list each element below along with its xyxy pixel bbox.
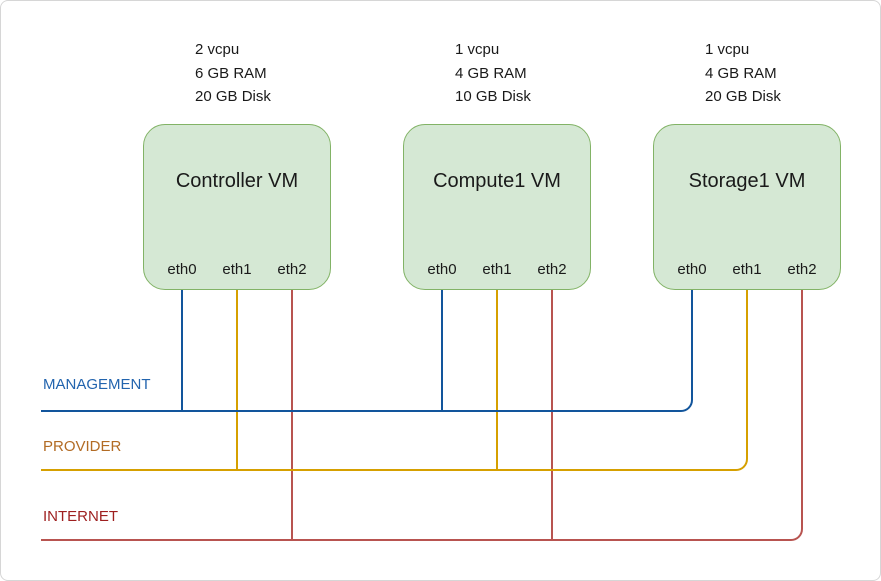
storage1-vm-node: Storage1 VM eth0 eth1 eth2 (653, 124, 841, 290)
spec-line-disk: 20 GB Disk (705, 88, 781, 105)
management-network-line (41, 290, 693, 412)
controller-eth1-link (236, 290, 238, 470)
controller-vm-specs: 2 vcpu 6 GB RAM 20 GB Disk (195, 38, 271, 109)
controller-eth0-link (181, 290, 183, 411)
port-label-eth1: eth1 (222, 261, 252, 278)
port-label-eth2: eth2 (787, 261, 817, 278)
storage1-vm-specs: 1 vcpu 4 GB RAM 20 GB Disk (705, 38, 781, 109)
compute1-eth0-link (441, 290, 443, 411)
provider-network-label: PROVIDER (43, 438, 122, 455)
vm-title: Storage1 VM (688, 170, 806, 192)
port-label-eth0: eth0 (677, 261, 707, 278)
controller-vm-node: Controller VM eth0 eth1 eth2 (143, 124, 331, 290)
port-label-eth2: eth2 (537, 261, 567, 278)
compute1-eth2-link (551, 290, 553, 540)
port-label-eth0: eth0 (427, 261, 457, 278)
spec-line-vcpu: 1 vcpu (455, 41, 500, 58)
port-label-eth1: eth1 (732, 261, 762, 278)
spec-line-ram: 4 GB RAM (455, 64, 527, 82)
compute1-vm-node: Compute1 VM eth0 eth1 eth2 (403, 124, 591, 290)
spec-line-disk: 20 GB Disk (195, 88, 271, 105)
internet-network-label: INTERNET (43, 508, 118, 525)
compute1-vm-specs: 1 vcpu 4 GB RAM 10 GB Disk (455, 38, 531, 109)
port-label-eth1: eth1 (482, 261, 512, 278)
spec-line-ram: 6 GB RAM (195, 64, 267, 82)
vm-title: Compute1 VM (433, 170, 561, 192)
spec-line-disk: 10 GB Disk (455, 88, 531, 105)
spec-line-ram: 4 GB RAM (705, 64, 777, 82)
port-label-eth2: eth2 (277, 261, 307, 278)
vm-title: Controller VM (175, 170, 299, 192)
controller-eth2-link (291, 290, 293, 540)
spec-line-vcpu: 2 vcpu (195, 41, 240, 58)
internet-network-line (41, 290, 803, 541)
compute1-eth1-link (496, 290, 498, 470)
provider-network-line (41, 290, 748, 471)
spec-line-vcpu: 1 vcpu (705, 41, 750, 58)
management-network-label: MANAGEMENT (43, 376, 151, 393)
port-label-eth0: eth0 (167, 261, 197, 278)
